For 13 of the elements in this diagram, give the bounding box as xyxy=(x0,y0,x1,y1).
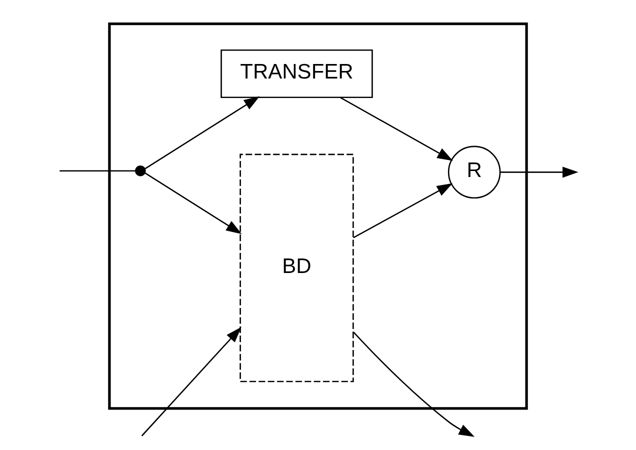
node-dot xyxy=(135,165,146,176)
arrow xyxy=(141,327,242,436)
node-box: BD xyxy=(240,154,354,382)
cluster xyxy=(108,22,528,410)
node-circle: R xyxy=(448,146,501,199)
arrow xyxy=(500,166,578,178)
node-box: TRANSFER xyxy=(220,49,373,98)
arrow xyxy=(340,97,453,161)
arrow xyxy=(353,332,475,437)
arrow xyxy=(144,172,242,234)
arrow xyxy=(353,183,453,238)
arrow xyxy=(144,96,260,170)
connector xyxy=(60,170,136,172)
